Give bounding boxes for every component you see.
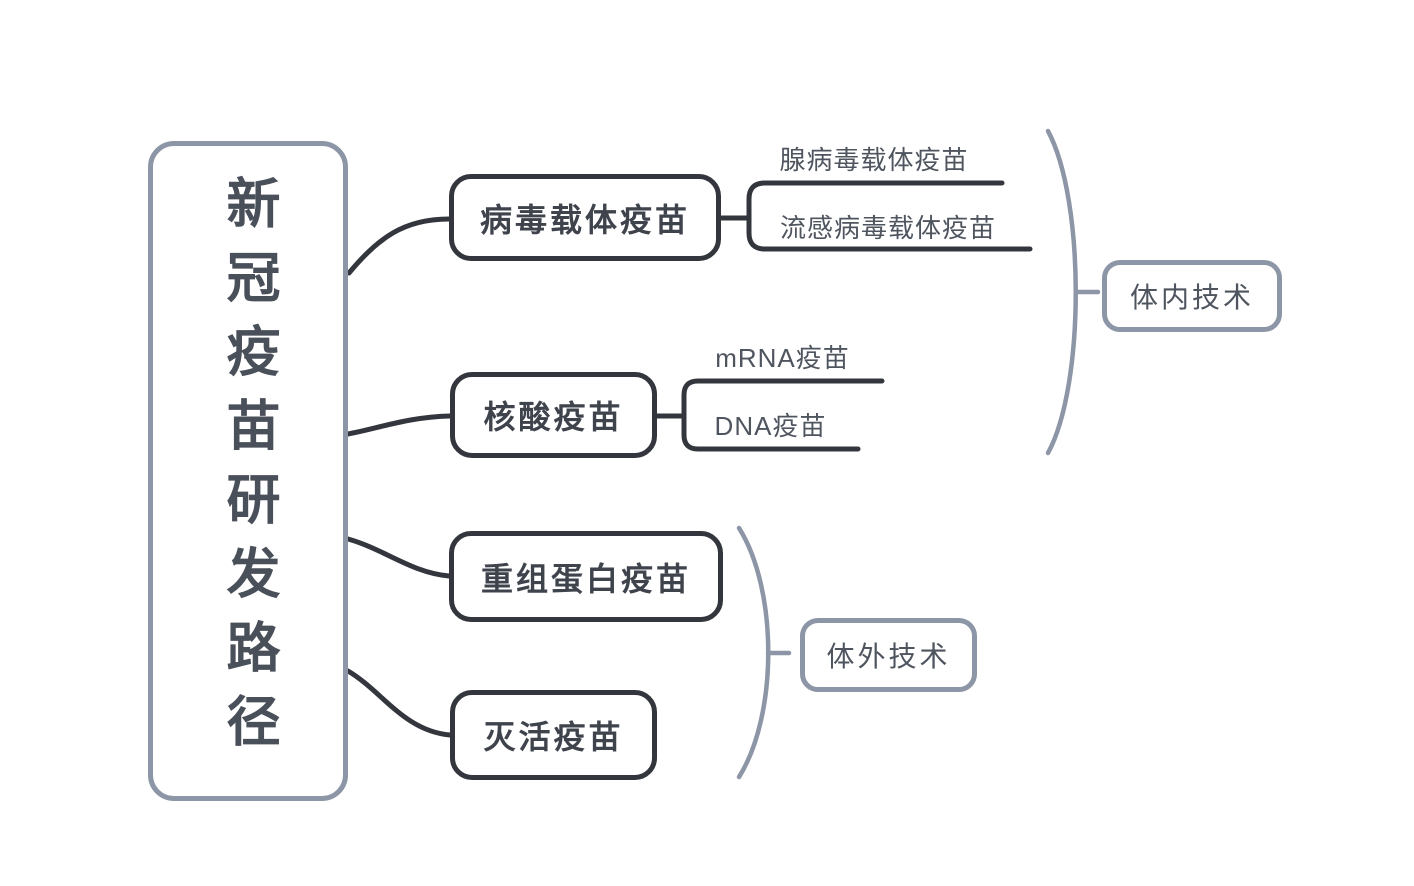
branch-node-viral-vector-vaccine[interactable]: 病毒载体疫苗 (449, 174, 721, 261)
connector-nucleic-acid-children (681, 378, 885, 452)
connector-root-to-viral-vector (346, 216, 452, 276)
group-node-label: 体内技术 (1129, 282, 1254, 313)
root-node-label: 新冠疫苗研发路径 (218, 175, 278, 767)
branch-node-label: 重组蛋白疫苗 (480, 560, 691, 597)
group-node-in-vivo-technology[interactable]: 体内技术 (1102, 260, 1282, 332)
connector-viral-vector-children (746, 180, 1033, 252)
root-node[interactable]: 新冠疫苗研发路径 (148, 141, 348, 801)
child-node-influenza-vector-vaccine[interactable]: 流感病毒载体疫苗 (779, 213, 996, 243)
child-node-dna-vaccine[interactable]: DNA疫苗 (714, 411, 827, 441)
brace-in-vivo (1045, 128, 1078, 456)
brace-in-vitro (736, 525, 771, 780)
branch-node-inactivated-vaccine[interactable]: 灭活疫苗 (450, 690, 657, 780)
connector-root-to-recombinant (345, 536, 452, 579)
child-node-adenovirus-vector-vaccine[interactable]: 腺病毒载体疫苗 (779, 145, 969, 175)
branch-node-recombinant-protein-vaccine[interactable]: 重组蛋白疫苗 (449, 531, 723, 622)
connector-root-to-nucleic-acid (345, 413, 453, 437)
group-node-label: 体外技术 (826, 641, 951, 672)
branch-node-label: 核酸疫苗 (483, 399, 624, 435)
child-node-mrna-vaccine[interactable]: mRNA疫苗 (715, 343, 850, 373)
branch-node-nucleic-acid-vaccine[interactable]: 核酸疫苗 (450, 372, 657, 458)
connector-root-to-inactivated (345, 668, 453, 738)
group-node-in-vitro-technology[interactable]: 体外技术 (800, 618, 977, 692)
branch-node-label: 灭活疫苗 (483, 719, 624, 755)
branch-node-label: 病毒载体疫苗 (479, 201, 690, 238)
